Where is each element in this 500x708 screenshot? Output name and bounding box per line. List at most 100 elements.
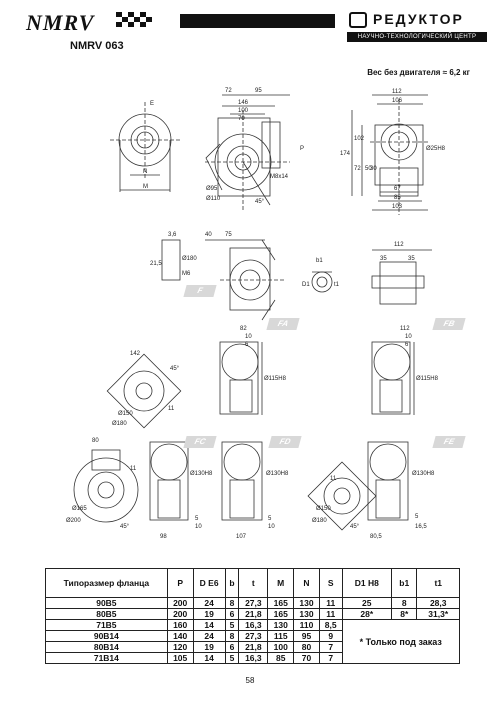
table-cell: 90B14 bbox=[45, 630, 168, 642]
dim-label: Ø110 bbox=[206, 196, 221, 202]
table-cell: 6 bbox=[224, 641, 240, 653]
table-cell: 165 bbox=[267, 597, 295, 609]
table-cell: 11 bbox=[318, 597, 343, 609]
table-cell: 160 bbox=[166, 619, 194, 631]
table-cell: 130 bbox=[293, 597, 320, 609]
table-cell: 16,3 bbox=[238, 652, 269, 664]
table-header: Типоразмер фланца bbox=[45, 568, 168, 598]
table-cell: 130 bbox=[267, 619, 295, 631]
brand-title: NMRV bbox=[26, 10, 95, 35]
dim-label: Ø200 bbox=[66, 518, 81, 524]
gearbox-side-view bbox=[351, 94, 430, 215]
table-cell: 28* bbox=[341, 608, 393, 620]
shaft-key-view bbox=[311, 249, 432, 305]
table-row: 90B5 200 24 8 27,3 165 130 11 25 8 28,3 bbox=[45, 597, 460, 609]
dim-label: t1 bbox=[334, 282, 340, 288]
table-cell: 16,3 bbox=[238, 619, 269, 631]
table-header: P bbox=[166, 568, 194, 598]
dim-label: 142 bbox=[130, 351, 141, 357]
dim-label: D1 bbox=[302, 282, 310, 288]
table-cell: 71B14 bbox=[45, 652, 168, 664]
table-cell: 110 bbox=[293, 619, 320, 631]
dim-label: M6 bbox=[182, 271, 191, 277]
technical-drawings: 72 95 146 100 70 N M 45° Ø95 Ø110 M8х14 … bbox=[66, 88, 446, 540]
table-cell: 28,3 bbox=[416, 597, 460, 609]
table-header: S bbox=[318, 568, 343, 598]
table-cell: 80 bbox=[293, 641, 320, 653]
table-cell: 71B5 bbox=[45, 619, 168, 631]
dim-label: 30 bbox=[370, 166, 377, 172]
dim-label: 35 bbox=[380, 256, 387, 262]
dim-label: 5 bbox=[268, 516, 272, 522]
table-cell: 100 bbox=[267, 641, 295, 653]
variant-tag-fa: FA bbox=[266, 318, 300, 330]
dim-label: Ø115H8 bbox=[264, 376, 287, 382]
dim-label: Ø130H8 bbox=[266, 471, 289, 477]
f-variant-view bbox=[161, 239, 285, 321]
dim-label: Ø130H8 bbox=[190, 471, 213, 477]
table-cell: 70 bbox=[293, 652, 320, 664]
dim-label: 82 bbox=[240, 326, 247, 332]
dim-label: Ø180 bbox=[182, 256, 197, 262]
dim-label: 45° bbox=[170, 366, 180, 372]
table-header: D1 H8 bbox=[341, 568, 393, 598]
table-header: t1 bbox=[416, 568, 460, 598]
company-logo: РЕДУКТОР НАУЧНО-ТЕХНОЛОГИЧЕСКИЙ ЦЕНТР bbox=[347, 10, 487, 44]
dim-label: Ø165 bbox=[72, 506, 87, 512]
table-cell: 8 bbox=[391, 597, 418, 609]
dim-label: 75 bbox=[225, 232, 232, 238]
dim-label: 107 bbox=[236, 534, 247, 540]
dim-label: 103 bbox=[392, 204, 403, 210]
header-bar bbox=[180, 14, 335, 28]
dim-label: 72 bbox=[354, 166, 361, 172]
table-header: t bbox=[238, 568, 269, 598]
variant-tag-f: F bbox=[183, 285, 217, 297]
table-row: 80B14 120 19 6 21,8 100 80 7 bbox=[45, 641, 460, 653]
fe-variant-view bbox=[307, 441, 409, 531]
dim-label: 174 bbox=[340, 151, 351, 157]
dim-label: Ø150 bbox=[316, 506, 331, 512]
dim-label: Ø130H8 bbox=[412, 471, 435, 477]
dim-label: 3,6 bbox=[168, 232, 177, 238]
table-header: b bbox=[224, 568, 240, 598]
table-cell: 80B14 bbox=[45, 641, 168, 653]
table-cell: 19 bbox=[192, 608, 226, 620]
dim-label: 50 bbox=[365, 166, 372, 172]
table-row: 71B14 105 14 5 16,3 85 70 7 bbox=[45, 652, 460, 664]
table-cell: 85 bbox=[267, 652, 295, 664]
table-cell: 14 bbox=[192, 619, 226, 631]
table-cell: 8 bbox=[224, 630, 240, 642]
page-number: 58 bbox=[245, 676, 255, 685]
dim-label: 67 bbox=[394, 186, 401, 192]
table-cell: 7 bbox=[318, 641, 343, 653]
dim-label: Ø25H8 bbox=[426, 146, 446, 152]
dim-label: Ø180 bbox=[312, 518, 327, 524]
dim-label: 10 bbox=[268, 524, 275, 530]
table-header: D E6 bbox=[192, 568, 226, 598]
table-cell: 27,3 bbox=[238, 597, 269, 609]
table-cell: 5 bbox=[224, 619, 240, 631]
dim-label: 70 bbox=[238, 116, 245, 122]
dim-label: 45° bbox=[350, 524, 360, 530]
dim-label: 106 bbox=[392, 98, 403, 104]
dim-label: 10 bbox=[405, 334, 412, 340]
dim-label: 72 bbox=[225, 88, 232, 94]
dim-label: 146 bbox=[238, 100, 249, 106]
variant-tag-fb: FB bbox=[432, 318, 466, 330]
dim-label: N bbox=[143, 169, 147, 175]
table-cell: 11 bbox=[318, 608, 343, 620]
flange-front-view bbox=[110, 102, 180, 192]
table-cell: 95 bbox=[293, 630, 320, 642]
dim-label: 5 bbox=[415, 514, 419, 520]
table-cell: 80B5 bbox=[45, 608, 168, 620]
dim-label: 35 bbox=[408, 256, 415, 262]
dim-label: 11 bbox=[330, 476, 337, 482]
table-cell: 90B5 bbox=[45, 597, 168, 609]
dim-label: 11 bbox=[168, 406, 175, 412]
table-cell: 165 bbox=[267, 608, 295, 620]
table-cell: 31,3* bbox=[416, 608, 460, 620]
dim-label: 85 bbox=[394, 195, 401, 201]
fd-variant-view bbox=[221, 441, 263, 521]
order-note: * Только под заказ bbox=[341, 619, 460, 664]
dim-label: 6 bbox=[245, 342, 249, 348]
